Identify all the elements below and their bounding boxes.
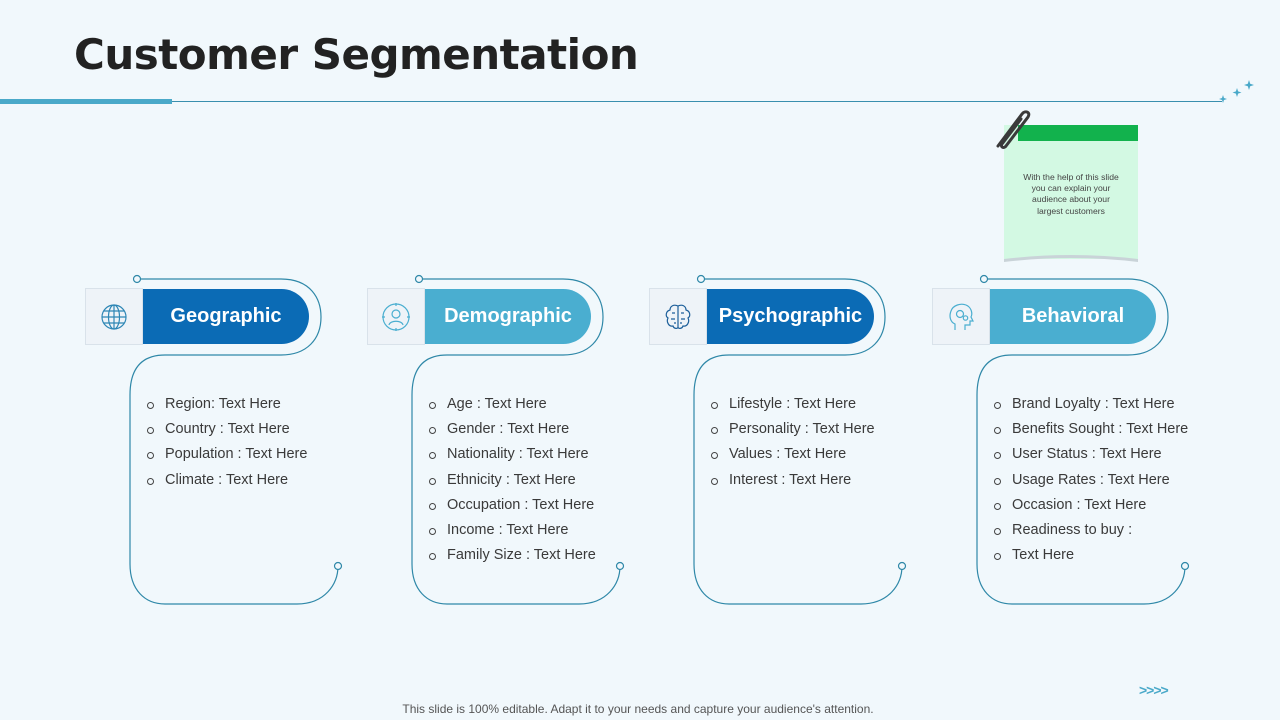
list-item: Family Size : Text Here [428, 544, 596, 569]
globe-icon [85, 288, 143, 345]
list-item: Gender : Text Here [428, 418, 596, 443]
segment-header-psychographic: Psychographic [649, 288, 874, 345]
list-item: Occasion : Text Here [993, 494, 1188, 519]
segment-title-behavioral: Behavioral [990, 289, 1156, 344]
sticky-note-text: With the help of this slide you can expl… [1023, 172, 1119, 216]
segment-header-behavioral: Behavioral [932, 288, 1156, 345]
connector-node [979, 274, 989, 284]
person-icon [367, 288, 425, 345]
footer-text: This slide is 100% editable. Adapt it to… [402, 702, 874, 716]
list-item: Ethnicity : Text Here [428, 469, 596, 494]
list-item: Benefits Sought : Text Here [993, 418, 1188, 443]
list-item: Interest : Text Here [710, 469, 875, 494]
list-item: Text Here [993, 544, 1188, 569]
head-gears-icon [932, 288, 990, 345]
list-item: Income : Text Here [428, 519, 596, 544]
behavioral-list: Brand Loyalty : Text Here Benefits Sough… [993, 393, 1188, 569]
segment-header-geographic: Geographic [85, 288, 309, 345]
segment-header-demographic: Demographic [367, 288, 591, 345]
segment-title-demographic: Demographic [425, 289, 591, 344]
connector-node [333, 561, 343, 571]
sticky-note-body [1004, 125, 1138, 259]
connector-node [1180, 561, 1190, 571]
list-item: Personality : Text Here [710, 418, 875, 443]
connector-path [693, 278, 903, 605]
sticky-note-curl [1004, 255, 1138, 262]
list-item: Brand Loyalty : Text Here [993, 393, 1188, 418]
list-item: Values : Text Here [710, 443, 875, 468]
demographic-list: Age : Text Here Gender : Text Here Natio… [428, 393, 596, 569]
list-item: Population : Text Here [146, 443, 307, 468]
page-title: Customer Segmentation [74, 30, 639, 79]
list-item: Nationality : Text Here [428, 443, 596, 468]
sticky-note: With the help of this slide you can expl… [1004, 125, 1138, 265]
connector-path [976, 278, 1186, 605]
list-item: Occupation : Text Here [428, 494, 596, 519]
connector-node [696, 274, 706, 284]
title-underline [0, 101, 1222, 102]
connector-node [414, 274, 424, 284]
list-item: Country : Text Here [146, 418, 307, 443]
sticky-note-tape [1018, 125, 1138, 141]
title-accent-bar [0, 99, 172, 104]
connector-node [132, 274, 142, 284]
geographic-list: Region: Text Here Country : Text Here Po… [146, 393, 307, 494]
paperclip-icon [996, 110, 1031, 149]
list-item: Readiness to buy : [993, 519, 1188, 544]
connector-path [411, 278, 621, 605]
list-item: User Status : Text Here [993, 443, 1188, 468]
connector-node [897, 561, 907, 571]
segment-title-psychographic: Psychographic [707, 289, 874, 344]
connector-path [129, 278, 339, 605]
list-item: Usage Rates : Text Here [993, 469, 1188, 494]
psychographic-list: Lifestyle : Text Here Personality : Text… [710, 393, 875, 494]
next-chevrons-icon: >>>> [1139, 682, 1169, 698]
list-item: Climate : Text Here [146, 469, 307, 494]
brain-icon [649, 288, 707, 345]
connector-node [615, 561, 625, 571]
segment-title-geographic: Geographic [143, 289, 309, 344]
list-item: Region: Text Here [146, 393, 307, 418]
sparkle-icon [1219, 80, 1254, 103]
list-item: Age : Text Here [428, 393, 596, 418]
list-item: Lifestyle : Text Here [710, 393, 875, 418]
